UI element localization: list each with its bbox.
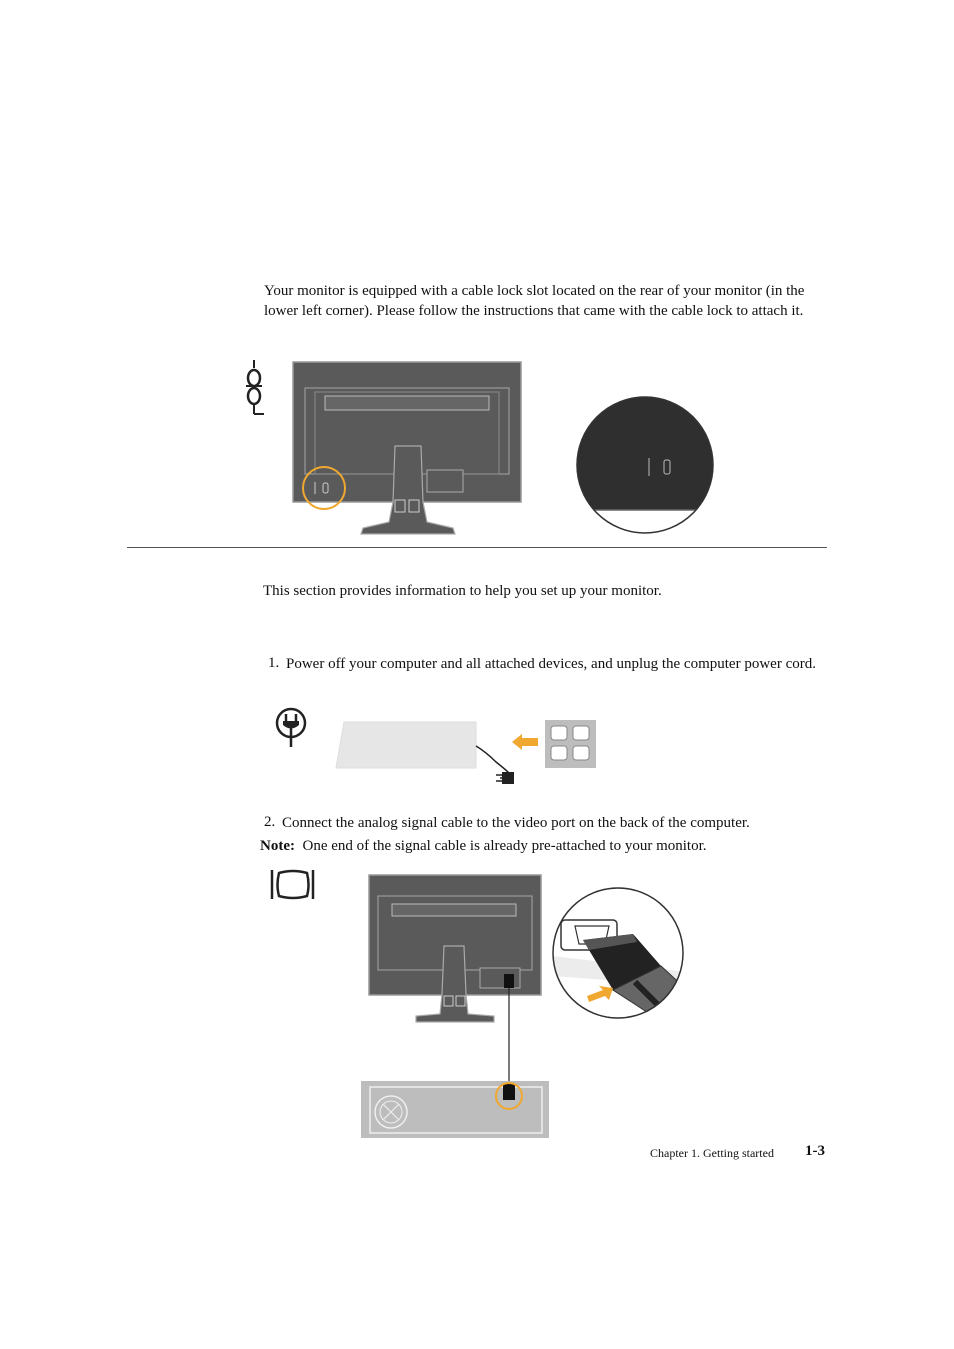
vga-connector-zoom-illustration — [552, 887, 684, 1019]
footer-chapter: Chapter 1. Getting started — [650, 1146, 774, 1160]
unplug-illustration — [335, 720, 596, 784]
setup-intro: This section provides information to hel… — [263, 583, 662, 599]
monitor-signal-icon — [270, 869, 315, 900]
monitor-rear-cable-lock-illustration — [292, 361, 522, 535]
step-2-number: 2. — [264, 814, 276, 830]
note-text: One end of the signal cable is already p… — [302, 838, 707, 854]
section-divider — [127, 547, 827, 548]
signal-cable-monitor-illustration — [361, 874, 549, 1138]
cable-lock-paragraph: Your monitor is equipped with a cable lo… — [264, 283, 805, 319]
page-number: 1-3 — [805, 1143, 825, 1159]
power-plug-icon — [275, 707, 307, 747]
cable-lock-icon — [246, 360, 264, 415]
cable-lock-zoom-illustration — [576, 396, 714, 534]
note: Note: One end of the signal cable is alr… — [260, 837, 830, 857]
step-1-text: Power off your computer and all attached… — [286, 656, 816, 672]
note-label: Note: — [260, 838, 295, 854]
step-2-text: Connect the analog signal cable to the v… — [282, 815, 750, 831]
step-1-number: 1. — [268, 655, 280, 671]
